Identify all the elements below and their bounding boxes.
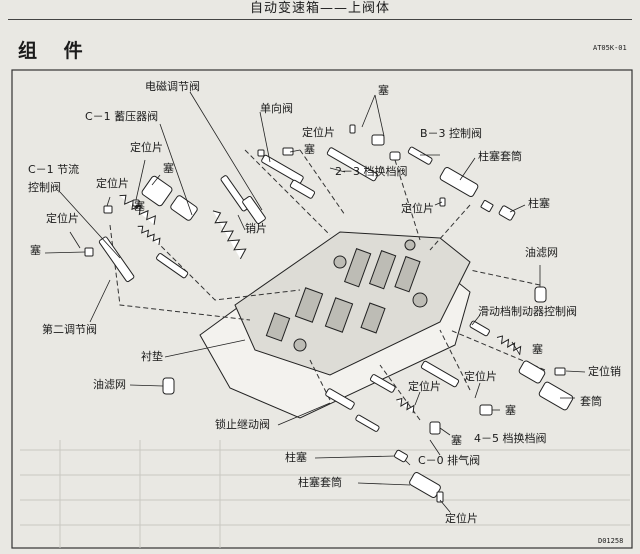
plunger (498, 205, 516, 221)
page-header: 自动变速箱——上阀体 (249, 1, 390, 16)
section-title: 组 件 (18, 40, 93, 62)
label-solenoid-valve: 电磁调节阀 (145, 80, 200, 93)
label-retainer-left: 定位片 (46, 212, 79, 225)
header-rule (8, 19, 632, 20)
lockup-relay-spool (325, 388, 355, 410)
plunger-sleeve (439, 167, 479, 197)
label-retainer-mid1: 定位片 (408, 380, 441, 393)
label-c0-exhaust-valve: C－0 排气阀 (418, 454, 481, 467)
label-plunger-sleeve-bottom: 柱塞套筒 (298, 476, 342, 489)
label-lockup-control-valve: 滑动档制动器控制阀 (478, 305, 577, 318)
label-plug-top-mid: 塞 (304, 143, 315, 156)
label-check-valve: 单向阀 (260, 102, 293, 115)
label-retainer-b3: 定位片 (401, 202, 434, 215)
label-retainer-top: 定位片 (302, 126, 335, 139)
spring-c1 (119, 194, 157, 225)
valve-parts-upper-left (84, 124, 401, 283)
label-shift-valve-2-3: 2－3 档换档阀 (335, 165, 408, 178)
label-sleeve-right: 套筒 (580, 395, 602, 408)
label-plug-bottom: 塞 (451, 434, 462, 447)
label-plunger-sleeve-top: 柱塞套筒 (478, 150, 522, 163)
upper-valve-body (234, 231, 471, 376)
label-second-regulator-valve: 第二调节阀 (42, 323, 97, 336)
label-retainer-mid2: 定位片 (464, 370, 497, 383)
label-c1-accumulator-valve: C－1 蓄压器阀 (85, 110, 159, 123)
label-lockup-relay-valve: 锁止继动阀 (215, 418, 270, 431)
valve-parts-lower (162, 360, 493, 503)
valve-parts-right-mid (469, 320, 574, 411)
assembly-lines (109, 149, 546, 421)
label-plug-left: 塞 (30, 244, 41, 257)
label-plug-left-mid: 塞 (134, 200, 145, 213)
label-plug-c1: 塞 (163, 162, 174, 175)
label-retainer-left-mid: 定位片 (96, 177, 129, 190)
label-pin: 销片 (245, 222, 267, 235)
label-retainer-bottom: 定位片 (445, 512, 478, 525)
figure-frame (11, 69, 633, 549)
label-plugs-top: 塞 (378, 84, 389, 97)
background-grid (20, 440, 630, 548)
label-plug-right-mid: 塞 (532, 343, 543, 356)
label-b3-control-valve: B－3 控制阀 (420, 127, 483, 140)
label-gasket: 衬垫 (141, 350, 163, 363)
oil-filter-right-part (534, 286, 547, 303)
label-oil-filter-right: 油滤网 (525, 246, 558, 259)
shift-2-3-spool (326, 147, 379, 182)
label-c1-throttle-line2: 控制阀 (28, 181, 61, 194)
check-valve-spool (261, 154, 304, 184)
label-plunger-right: 柱塞 (528, 197, 550, 210)
valve-parts-upper-right (407, 146, 547, 303)
figure-code: AT05K-01 (593, 44, 627, 52)
label-plunger-bottom: 柱塞 (285, 451, 307, 464)
accumulator-piston (141, 175, 173, 207)
sleeve (538, 381, 574, 411)
leader-lines (44, 91, 586, 513)
label-shift-valve-4-5: 4－5 档换档阀 (474, 432, 547, 445)
oil-filter-left-part (162, 377, 175, 395)
label-oil-filter-left: 油滤网 (93, 378, 126, 391)
spring-solenoid (212, 210, 247, 260)
figure-number: D01258 (598, 537, 624, 545)
shift-4-5-spool (420, 360, 460, 388)
label-plug-bottom-mid: 塞 (505, 404, 516, 417)
label-retainer-pin: 定位销 (588, 365, 621, 378)
label-retainer-c1: 定位片 (130, 141, 163, 154)
label-c1-throttle-line1: C－1 节流 (28, 163, 80, 176)
